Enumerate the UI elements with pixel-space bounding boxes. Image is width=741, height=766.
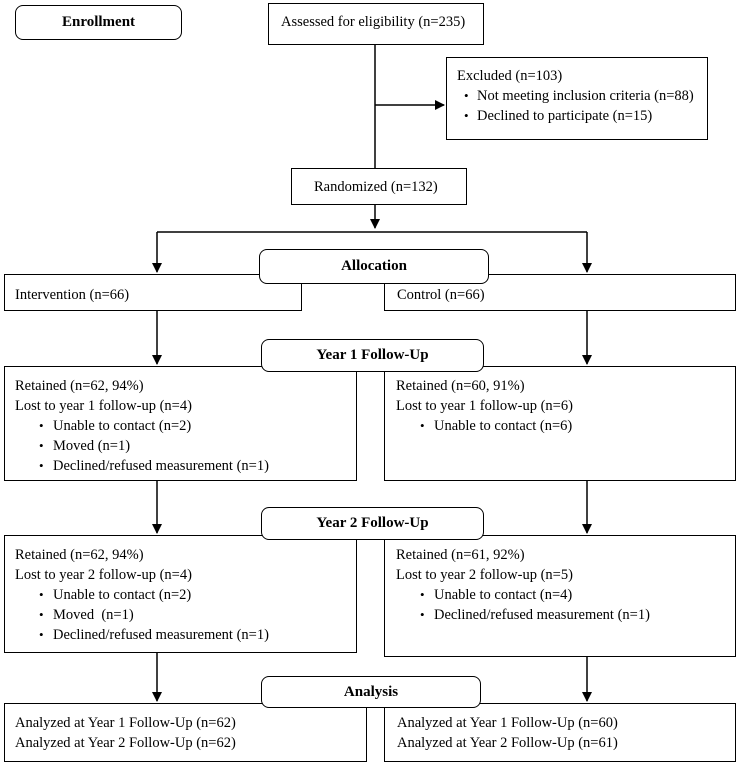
year1-intervention-lost: Lost to year 1 follow-up (n=4): [15, 398, 192, 414]
intervention-allocation-text: Intervention (n=66): [15, 287, 130, 303]
year2-intervention-box: Retained (n=62, 94%) Lost to year 2 foll…: [4, 535, 357, 653]
excluded-item: Declined to participate (n=15): [457, 106, 707, 126]
year1-control-box: Retained (n=60, 91%) Lost to year 1 foll…: [384, 366, 736, 481]
year1-intervention-reason: Unable to contact (n=2): [15, 416, 356, 436]
analysis-control-line: Analyzed at Year 2 Follow-Up (n=61): [397, 735, 618, 751]
assessed-text: Assessed for eligibility (n=235): [281, 14, 466, 30]
year2-intervention-reason: Unable to contact (n=2): [15, 585, 356, 605]
randomized-text: Randomized (n=132): [314, 179, 438, 195]
year1-intervention-box: Retained (n=62, 94%) Lost to year 1 foll…: [4, 366, 357, 481]
excluded-item: Not meeting inclusion criteria (n=88): [457, 86, 707, 106]
year2-label: Year 2 Follow-Up: [316, 515, 429, 531]
year1-intervention-reason: Moved (n=1): [15, 436, 356, 456]
year1-label: Year 1 Follow-Up: [316, 347, 429, 363]
year2-control-retained: Retained (n=61, 92%): [396, 547, 525, 563]
analysis-header: Analysis: [261, 676, 481, 708]
year1-control-reason: Unable to contact (n=6): [396, 416, 735, 436]
analysis-control-box: Analyzed at Year 1 Follow-Up (n=60) Anal…: [384, 703, 736, 762]
analysis-intervention-line: Analyzed at Year 1 Follow-Up (n=62): [15, 715, 236, 731]
year2-header: Year 2 Follow-Up: [261, 507, 484, 540]
enrollment-header: Enrollment: [15, 5, 182, 40]
randomized-box: Randomized (n=132): [291, 168, 467, 205]
allocation-header: Allocation: [259, 249, 489, 284]
analysis-label: Analysis: [343, 683, 399, 700]
year2-control-reason: Unable to contact (n=4): [396, 585, 735, 605]
excluded-title: Excluded (n=103): [457, 68, 563, 84]
assessed-box: Assessed for eligibility (n=235): [268, 3, 484, 45]
intervention-allocation-box: Intervention (n=66): [4, 274, 302, 311]
year2-intervention-lost: Lost to year 2 follow-up (n=4): [15, 567, 192, 583]
year1-control-lost: Lost to year 1 follow-up (n=6): [396, 398, 573, 414]
year2-intervention-reason: Declined/refused measurement (n=1): [15, 625, 356, 645]
year1-intervention-reason: Declined/refused measurement (n=1): [15, 456, 356, 476]
year2-control-lost: Lost to year 2 follow-up (n=5): [396, 567, 573, 583]
analysis-control-line: Analyzed at Year 1 Follow-Up (n=60): [397, 715, 618, 731]
year1-control-retained: Retained (n=60, 91%): [396, 378, 525, 394]
allocation-label: Allocation: [341, 258, 407, 274]
excluded-box: Excluded (n=103) Not meeting inclusion c…: [446, 57, 708, 140]
year1-intervention-retained: Retained (n=62, 94%): [15, 378, 144, 394]
year2-intervention-retained: Retained (n=62, 94%): [15, 547, 144, 563]
year1-header: Year 1 Follow-Up: [261, 339, 484, 372]
year2-control-box: Retained (n=61, 92%) Lost to year 2 foll…: [384, 535, 736, 657]
year2-intervention-reason: Moved (n=1): [15, 605, 356, 625]
analysis-intervention-line: Analyzed at Year 2 Follow-Up (n=62): [15, 735, 236, 751]
enrollment-label: Enrollment: [61, 14, 136, 30]
control-allocation-text: Control (n=66): [397, 287, 485, 303]
analysis-intervention-box: Analyzed at Year 1 Follow-Up (n=62) Anal…: [4, 703, 367, 762]
year2-control-reason: Declined/refused measurement (n=1): [396, 605, 735, 625]
